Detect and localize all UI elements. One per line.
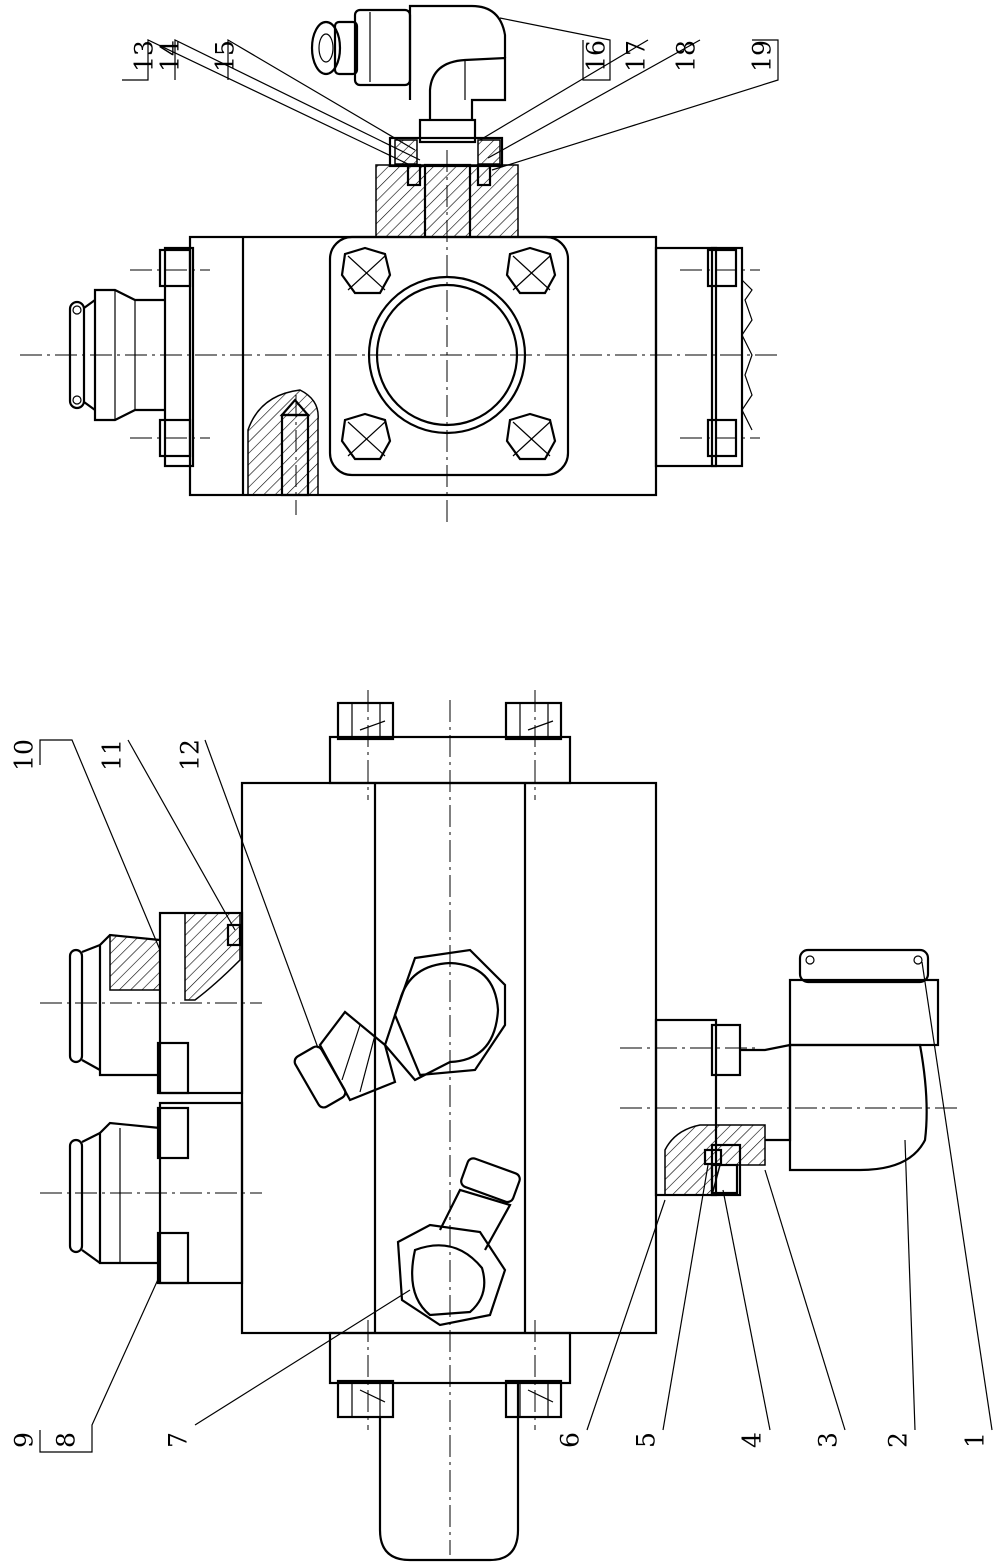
label-9: 9 bbox=[10, 1432, 39, 1448]
top-view bbox=[20, 4, 780, 525]
top-right-end-cap bbox=[654, 246, 753, 468]
bottom-main-body bbox=[240, 781, 658, 1335]
label-14: 14 bbox=[156, 40, 185, 72]
label-7: 7 bbox=[164, 1432, 193, 1448]
label-4: 4 bbox=[738, 1432, 767, 1448]
label-11: 11 bbox=[98, 739, 127, 771]
label-2: 2 bbox=[884, 1432, 913, 1448]
label-12: 12 bbox=[176, 739, 205, 771]
label-8: 8 bbox=[52, 1432, 81, 1448]
label-10: 10 bbox=[10, 739, 39, 771]
bottom-angled-fitting-lower bbox=[396, 1157, 521, 1327]
label-19: 19 bbox=[748, 40, 777, 72]
label-17: 17 bbox=[622, 40, 651, 72]
label-1: 1 bbox=[961, 1432, 990, 1448]
top-flange-bolts bbox=[340, 246, 557, 461]
label-13: 13 bbox=[130, 40, 159, 72]
bottom-right-fittings bbox=[654, 948, 940, 1197]
label-15: 15 bbox=[211, 40, 240, 72]
bottom-left-fittings bbox=[68, 911, 244, 1285]
part-labels: 13 14 15 16 17 18 19 10 11 12 9 8 7 6 5 … bbox=[10, 40, 990, 1448]
top-left-end-fitting bbox=[68, 246, 195, 468]
label-3: 3 bbox=[814, 1432, 843, 1448]
label-5: 5 bbox=[632, 1432, 661, 1448]
bottom-view bbox=[40, 690, 960, 1562]
bottom-angled-fitting-upper bbox=[293, 948, 507, 1109]
label-18: 18 bbox=[672, 40, 701, 72]
label-6: 6 bbox=[556, 1432, 585, 1448]
top-elbow-fitting bbox=[310, 4, 519, 238]
label-16: 16 bbox=[582, 40, 611, 72]
leader-lines bbox=[39, 17, 993, 1453]
